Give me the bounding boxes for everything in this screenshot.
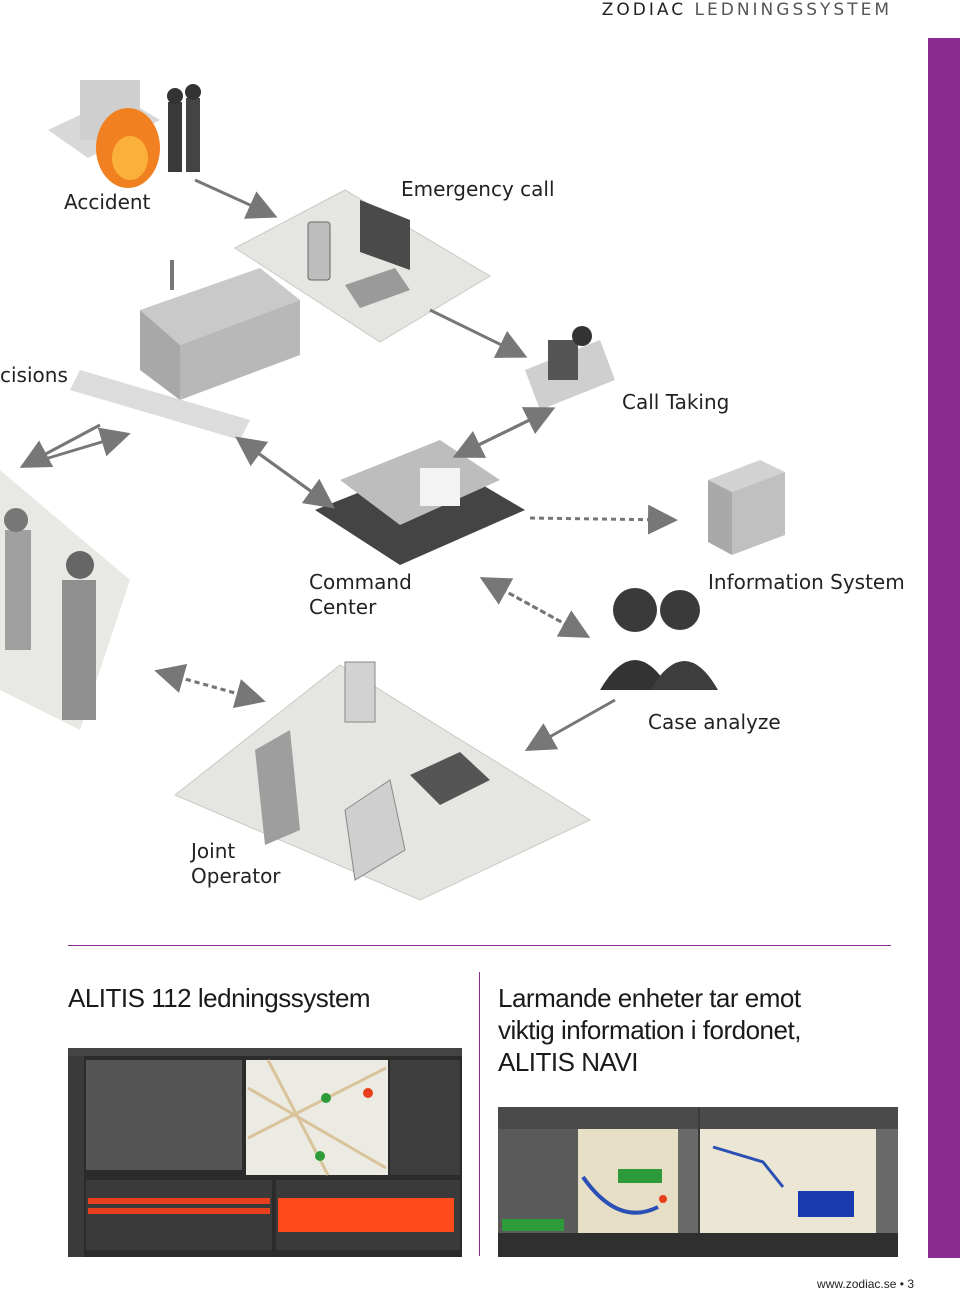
call-taker-illustration <box>525 326 615 410</box>
column-divider <box>479 972 480 1256</box>
brand-name: ZODIAC <box>601 0 687 20</box>
alitis-navi-heading: Larmande enheter tar emot viktig informa… <box>498 982 801 1078</box>
alitis-navi-heading-line1: Larmande enheter tar emot <box>498 983 801 1013</box>
alitis-navi-screenshot <box>498 1107 898 1257</box>
accident-scene-illustration <box>48 80 201 188</box>
emergency-call-devices <box>307 200 410 308</box>
city-illustration <box>255 661 490 881</box>
crowd-illustration <box>4 508 96 720</box>
label-joint-operator: Joint Operator <box>191 839 281 889</box>
label-accident: Accident <box>64 190 151 214</box>
footer-url[interactable]: www.zodiac.se <box>817 1277 897 1291</box>
accent-side-bar <box>928 38 960 1258</box>
section-divider <box>68 945 891 946</box>
label-call-taking: Call Taking <box>622 390 730 414</box>
footer-bullet: • <box>899 1277 904 1291</box>
city-platform <box>174 664 592 901</box>
label-joint-operator-line1: Joint <box>191 839 236 863</box>
alitis-112-screenshot-graphic <box>68 1048 462 1257</box>
alitis-navi-screenshot-graphic <box>498 1107 898 1257</box>
command-center-building <box>70 260 300 440</box>
flow-arrows <box>19 178 678 751</box>
alitis-navi-heading-line3: ALITIS NAVI <box>498 1047 638 1077</box>
label-command-center: Command Center <box>309 570 412 620</box>
alitis-112-screenshot <box>68 1048 462 1257</box>
brand-header: ZODIAC LEDNINGSSYSTEM <box>602 0 892 20</box>
label-information-system: Information System <box>708 570 905 594</box>
label-command-center-line2: Center <box>309 595 377 619</box>
analyst-group-illustration <box>600 588 718 690</box>
emergency-call-platform <box>234 189 491 343</box>
label-command-center-line1: Command <box>309 570 412 594</box>
process-diagram <box>0 80 785 901</box>
page-number: 3 <box>907 1277 914 1291</box>
page-footer: www.zodiac.se • 3 <box>817 1277 914 1291</box>
alitis-navi-heading-line2: viktig information i fordonet, <box>498 1015 801 1045</box>
alitis-112-heading: ALITIS 112 ledningssystem <box>68 983 371 1013</box>
brand-subtitle: LEDNINGSSYSTEM <box>694 0 892 20</box>
label-joint-operator-line2: Operator <box>191 864 281 888</box>
label-decisions: cisions <box>0 363 68 387</box>
label-case-analyze: Case analyze <box>648 710 781 734</box>
operations-console <box>315 440 525 565</box>
information-system-server <box>708 460 785 555</box>
label-emergency-call: Emergency call <box>401 177 555 201</box>
